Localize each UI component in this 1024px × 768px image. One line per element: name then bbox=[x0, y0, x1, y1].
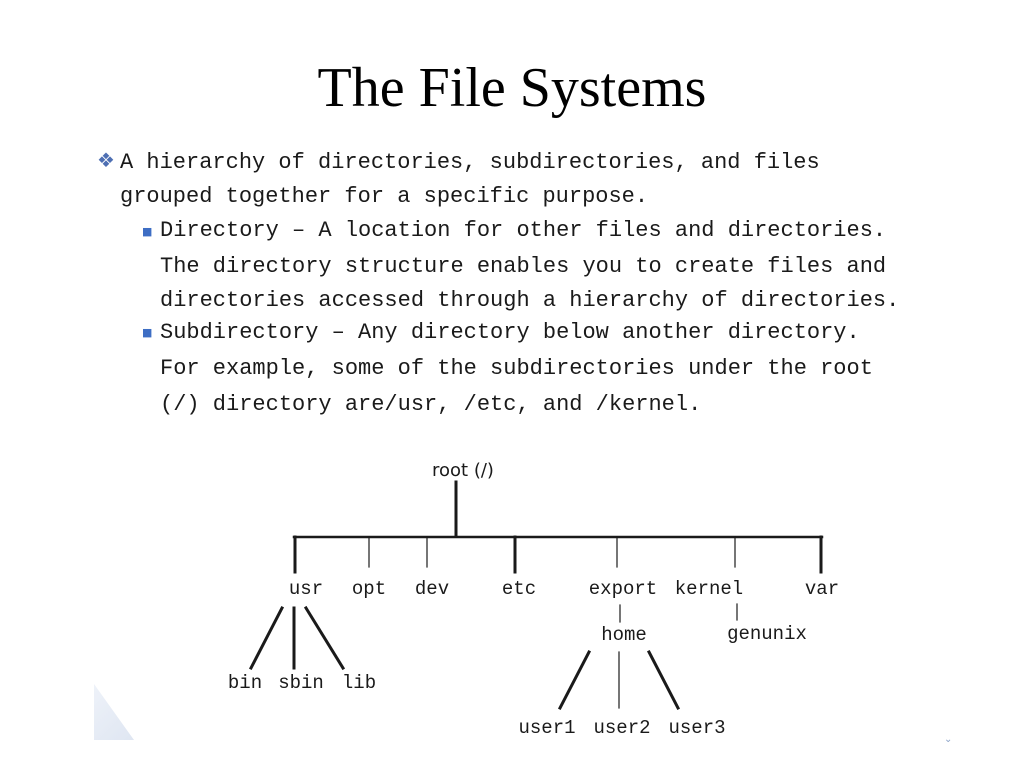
edge-usr-bin bbox=[248, 605, 285, 671]
sub-point-1-line-3: directories accessed through a hierarchy… bbox=[160, 288, 900, 313]
tree-node-home: home bbox=[601, 624, 647, 646]
sub-point-2-line-2: For example, some of the subdirectories … bbox=[160, 356, 873, 381]
tree-node-root: root (/) bbox=[432, 460, 494, 481]
tree-node-export: export bbox=[589, 578, 657, 600]
tree-node-bin: bin bbox=[228, 672, 262, 694]
sub-point-2-line-1: Subdirectory – Any directory below anoth… bbox=[160, 320, 860, 345]
tree-node-opt: opt bbox=[352, 578, 386, 600]
main-point-line-1: A hierarchy of directories, subdirectori… bbox=[120, 150, 820, 175]
sub-point-1-line-1: Directory – A location for other files a… bbox=[160, 218, 887, 243]
edge-home-user3 bbox=[646, 649, 681, 711]
tree-node-etc: etc bbox=[502, 578, 536, 600]
tree-node-user2: user2 bbox=[593, 717, 650, 739]
tree-node-dev: dev bbox=[415, 578, 449, 600]
tree-node-kernel: kernel bbox=[675, 578, 743, 600]
tree-node-user3: user3 bbox=[668, 717, 725, 739]
square-bullet-icon: ■ bbox=[142, 326, 153, 339]
tree-node-lib: lib bbox=[342, 672, 376, 694]
sub-point-1-line-2: The directory structure enables you to c… bbox=[160, 254, 887, 279]
diamond-cluster-icon: ❖ bbox=[97, 148, 115, 172]
tree-node-sbin: sbin bbox=[278, 672, 324, 694]
tree-node-genunix: genunix bbox=[727, 623, 807, 645]
tree-node-var: var bbox=[805, 578, 839, 600]
square-bullet-icon: ■ bbox=[142, 225, 153, 238]
tree-node-user1: user1 bbox=[518, 717, 575, 739]
tree-node-usr: usr bbox=[289, 578, 323, 600]
edge-usr-lib bbox=[303, 605, 346, 671]
slide-title: The File Systems bbox=[317, 57, 707, 119]
edge-home-user1 bbox=[557, 649, 592, 711]
chevron-down-icon: ⌄ bbox=[944, 734, 953, 745]
sub-point-2-line-3: (/) directory are/usr, /etc, and /kernel… bbox=[160, 392, 702, 417]
main-point-line-2: grouped together for a specific purpose. bbox=[120, 184, 649, 209]
